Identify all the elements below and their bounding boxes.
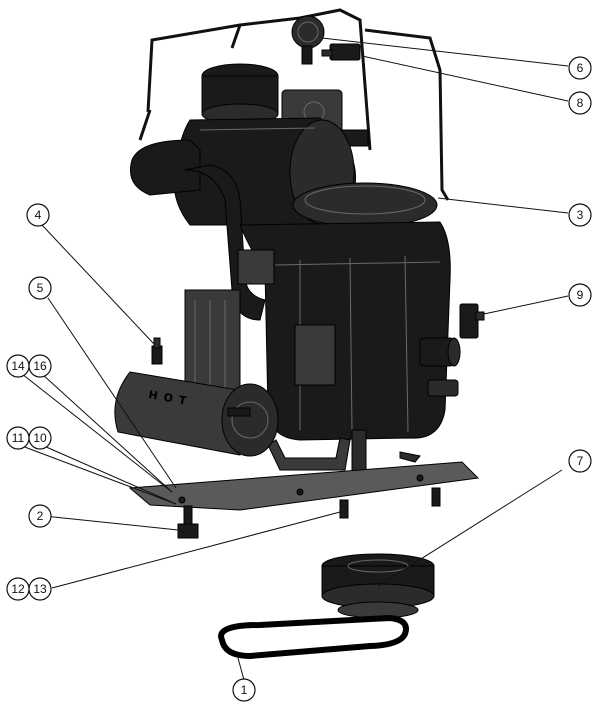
svg-text:1: 1 <box>241 683 248 697</box>
engine-block <box>184 221 451 441</box>
callout-11: 11 <box>6 426 30 450</box>
svg-text:8: 8 <box>577 96 584 110</box>
callout-4: 4 <box>26 203 50 227</box>
svg-text:12: 12 <box>11 582 25 596</box>
exhaust-pipe <box>267 429 367 481</box>
callout-5: 5 <box>28 276 52 300</box>
gauge-part <box>291 15 325 65</box>
callout-10: 10 <box>28 426 52 450</box>
air-cleaner-cap <box>201 63 279 125</box>
base-plate <box>128 451 480 511</box>
callout-13: 13 <box>28 577 52 601</box>
muffler-part: HOT <box>114 371 279 457</box>
callout-8: 8 <box>568 91 592 115</box>
blower-housing <box>292 182 438 228</box>
callout-3: 3 <box>568 203 592 227</box>
svg-text:5: 5 <box>37 281 44 295</box>
pulley-part <box>321 553 435 619</box>
callout-6: 6 <box>568 56 592 80</box>
callout-14: 14 <box>6 354 30 378</box>
svg-text:7: 7 <box>577 454 584 468</box>
callout-9: 9 <box>568 283 592 307</box>
callout-2: 2 <box>28 504 52 528</box>
bolts <box>177 487 441 539</box>
svg-text:11: 11 <box>12 431 25 445</box>
svg-text:6: 6 <box>577 61 584 75</box>
callout-16: 16 <box>28 354 52 378</box>
leader-lines <box>21 37 569 681</box>
svg-text:16: 16 <box>33 359 47 373</box>
svg-text:10: 10 <box>33 431 47 445</box>
svg-text:3: 3 <box>577 208 584 222</box>
callout-7: 7 <box>568 449 592 473</box>
svg-text:4: 4 <box>35 208 42 222</box>
callout-12: 12 <box>6 577 30 601</box>
svg-text:2: 2 <box>37 509 44 523</box>
svg-text:9: 9 <box>577 288 584 302</box>
side-sensor <box>459 303 485 339</box>
svg-text:14: 14 <box>11 359 25 373</box>
fitting-part <box>151 337 163 365</box>
sensor-part <box>321 43 361 61</box>
svg-text:13: 13 <box>33 582 47 596</box>
belt-part <box>218 614 409 660</box>
side-outlet <box>419 337 461 397</box>
callout-1: 1 <box>232 678 256 702</box>
